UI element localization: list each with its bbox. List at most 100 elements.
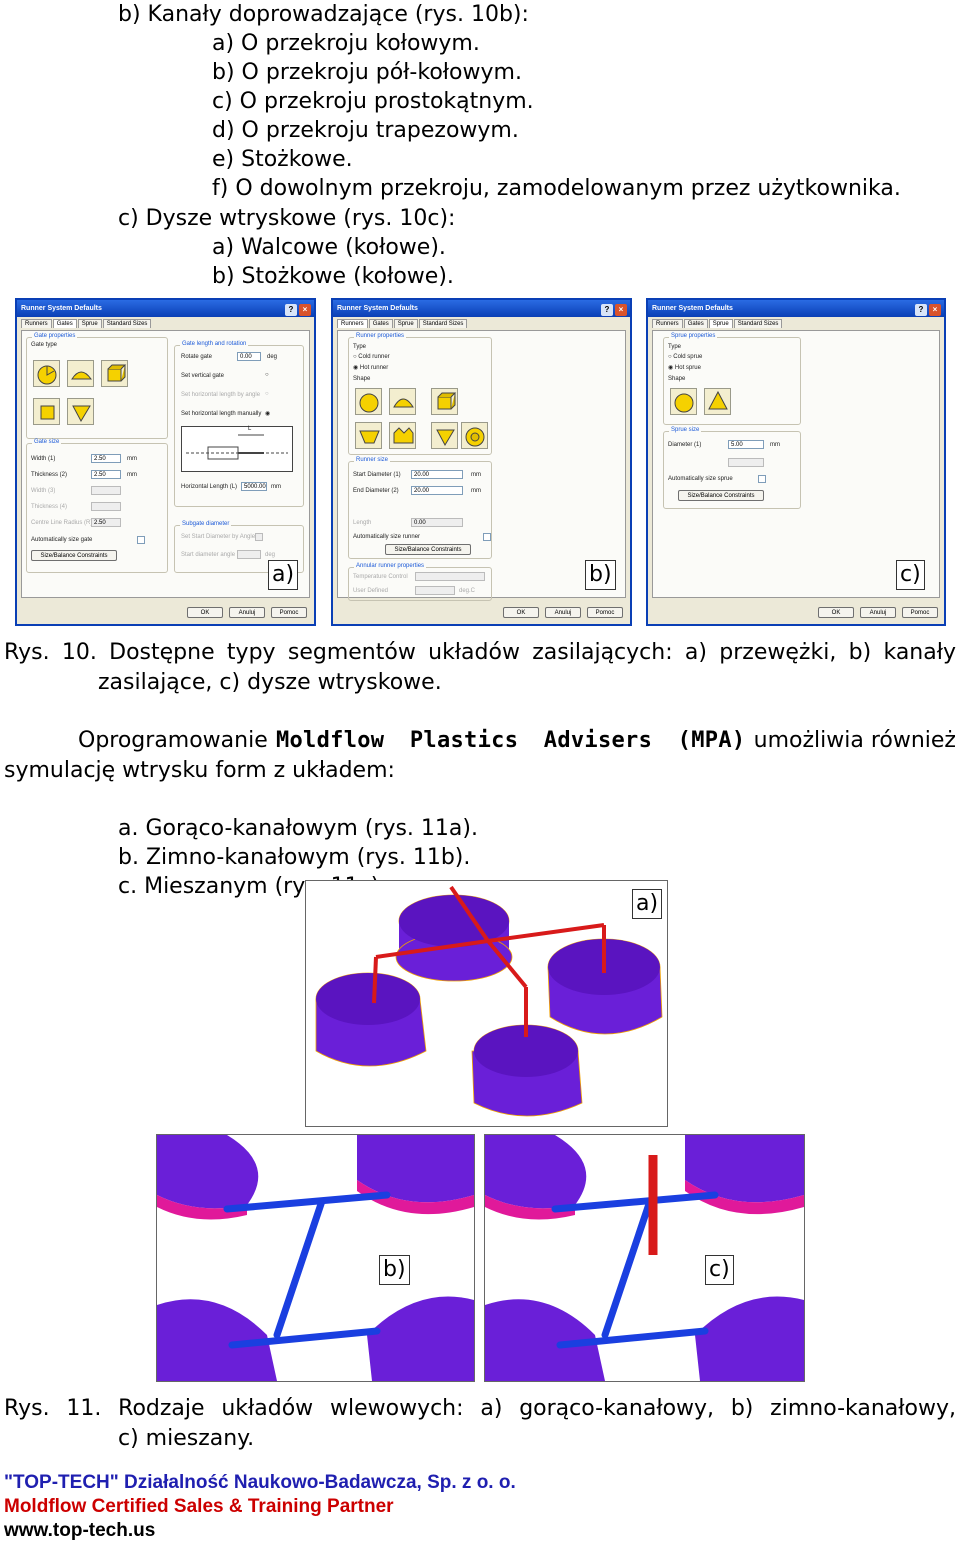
length-field: 0.00 (411, 518, 463, 527)
cold-sprue-radio[interactable]: ○ Cold sprue (668, 354, 703, 360)
auto-gate-checkbox[interactable] (137, 536, 145, 544)
software-name: Moldflow Plastics Advisers (MPA) (275, 728, 746, 753)
help-button[interactable]: Pomoc (902, 607, 938, 618)
dialog-titlebar: Runner System Defaults ?× (333, 300, 630, 317)
panel-label-c: c) (896, 560, 925, 590)
gate-edge-icon[interactable] (33, 360, 60, 387)
length-marker: L (248, 426, 252, 432)
custom-runner-icon[interactable] (389, 422, 416, 449)
radio-button-selected[interactable]: ◉ (265, 411, 271, 417)
gate-cone-icon[interactable] (67, 398, 94, 425)
auto-sprue-checkbox[interactable] (758, 475, 766, 483)
cold-runner-radio[interactable]: ○ Cold runner (353, 354, 390, 360)
thickness4-label: Thickness (4) (31, 504, 68, 510)
circular-sprue-icon[interactable] (670, 388, 697, 415)
half-round-runner-icon[interactable] (389, 388, 416, 415)
footer-company: "TOP-TECH" Działalność Naukowo-Badawcza,… (4, 1472, 516, 1493)
tab-gates[interactable]: Gates (368, 319, 393, 328)
h-length-field[interactable]: 5000.00 (241, 482, 267, 491)
tab-standard-sizes[interactable]: Standard Sizes (418, 319, 468, 328)
rotate-gate-field[interactable]: 0.00 (237, 352, 261, 361)
close-icon[interactable]: × (929, 304, 941, 316)
close-icon[interactable]: × (615, 304, 627, 316)
radio-button[interactable]: ○ (265, 372, 269, 378)
hot-sprue-radio[interactable]: ◉ Hot sprue (668, 365, 701, 371)
gate-rect-icon[interactable] (101, 360, 128, 387)
unit-label: mm (271, 484, 281, 490)
list-item: b. Zimno-kanałowym (rys. 11b). (118, 845, 471, 870)
cancel-button[interactable]: Anuluj (229, 607, 265, 618)
auto-gate-label: Automatically size gate (31, 537, 93, 543)
tab-gates[interactable]: Gates (683, 319, 708, 328)
unit-label: mm (127, 472, 137, 478)
tapered-sprue-icon[interactable] (704, 388, 731, 415)
dialog-title: Runner System Defaults (21, 305, 102, 312)
annular-group: Annular runner properties Temperature Co… (348, 563, 492, 601)
intro-paragraph-line1: Oprogramowanie Moldflow Plastics Adviser… (78, 726, 956, 755)
tab-sprue[interactable]: Sprue (77, 319, 102, 328)
unit-label: deg.C (459, 588, 476, 594)
tab-sprue[interactable]: Sprue (708, 319, 733, 328)
auto-runner-checkbox[interactable] (483, 533, 491, 541)
help-icon[interactable]: ? (601, 304, 613, 316)
tab-runners[interactable]: Runners (337, 319, 368, 328)
gate-tunnel-icon[interactable] (33, 398, 60, 425)
group-title: Subgate diameter (180, 521, 232, 527)
start-diam-checkbox[interactable] (255, 533, 263, 541)
list-item: c) O przekroju prostokątnym. (212, 89, 534, 114)
list-item: b) Stożkowe (kołowe). (212, 264, 454, 289)
list-c-heading: c) Dysze wtryskowe (rys. 10c): (118, 206, 456, 231)
radio-button[interactable]: ○ (265, 391, 269, 397)
size-balance-button[interactable]: Size/Balance Constraints (678, 490, 764, 501)
list-b-heading: b) Kanały doprowadzające (rys. 10b): (118, 2, 529, 27)
diameter2-field (728, 458, 764, 467)
tab-standard-sizes[interactable]: Standard Sizes (102, 319, 152, 328)
set-start-diam-label: Set Start Diameter by Angle (181, 534, 256, 540)
trapezoidal-runner-icon[interactable] (355, 422, 382, 449)
figure-11-caption-cont: c) mieszany. (118, 1426, 255, 1451)
gate-fan-icon[interactable] (67, 360, 94, 387)
tab-runners[interactable]: Runners (21, 319, 52, 328)
dialog-body: Gate properties Gate type Gate size Widt… (21, 330, 310, 598)
start-diam-angle-field (237, 550, 261, 559)
diameter-field[interactable]: 5.00 (728, 440, 764, 449)
annular-runner-icon[interactable] (461, 422, 488, 449)
figure-10-caption-cont: zasilające, c) dysze wtryskowe. (98, 670, 442, 695)
figure-10-caption: Rys. 10. Dostępne typy segmentów układów… (4, 640, 956, 665)
tab-gates[interactable]: Gates (52, 319, 77, 328)
rectangular-runner-icon[interactable] (431, 388, 458, 415)
list-item: d) O przekroju trapezowym. (212, 118, 519, 143)
group-title: Annular runner properties (354, 563, 427, 569)
start-diam-field[interactable]: 20.00 (411, 470, 463, 479)
size-balance-button[interactable]: Size/Balance Constraints (31, 550, 117, 561)
footer-website-link[interactable]: www.top-tech.us (4, 1520, 156, 1541)
tapered-runner-icon[interactable] (431, 422, 458, 449)
size-balance-button[interactable]: Size/Balance Constraints (385, 544, 471, 555)
tab-runners[interactable]: Runners (652, 319, 683, 328)
help-button[interactable]: Pomoc (271, 607, 307, 618)
gate-size-group: Gate size Width (1) 2.50 mm Thickness (2… (26, 439, 168, 573)
thickness-field[interactable]: 2.50 (91, 470, 121, 479)
paragraph-text: Oprogramowanie (78, 728, 268, 753)
tab-sprue[interactable]: Sprue (393, 319, 418, 328)
ok-button[interactable]: OK (503, 607, 539, 618)
rotate-gate-label: Rotate gate (181, 354, 213, 360)
cancel-button[interactable]: Anuluj (545, 607, 581, 618)
end-diam-field[interactable]: 20.00 (411, 486, 463, 495)
circular-runner-icon[interactable] (355, 388, 382, 415)
thickness-label: Thickness (2) (31, 472, 68, 478)
help-button[interactable]: Pomoc (587, 607, 623, 618)
temp-control-label: Temperature Control (353, 574, 408, 580)
help-icon[interactable]: ? (285, 304, 297, 316)
ok-button[interactable]: OK (187, 607, 223, 618)
tab-standard-sizes[interactable]: Standard Sizes (733, 319, 783, 328)
sprue-properties-group: Sprue properties Type ○ Cold sprue ◉ Hot… (663, 333, 801, 425)
width-field[interactable]: 2.50 (91, 454, 121, 463)
close-icon[interactable]: × (299, 304, 311, 316)
hot-runner-radio[interactable]: ◉ Hot runner (353, 365, 389, 371)
ok-button[interactable]: OK (818, 607, 854, 618)
cancel-button[interactable]: Anuluj (860, 607, 896, 618)
dialog-title: Runner System Defaults (652, 305, 733, 312)
help-icon[interactable]: ? (915, 304, 927, 316)
